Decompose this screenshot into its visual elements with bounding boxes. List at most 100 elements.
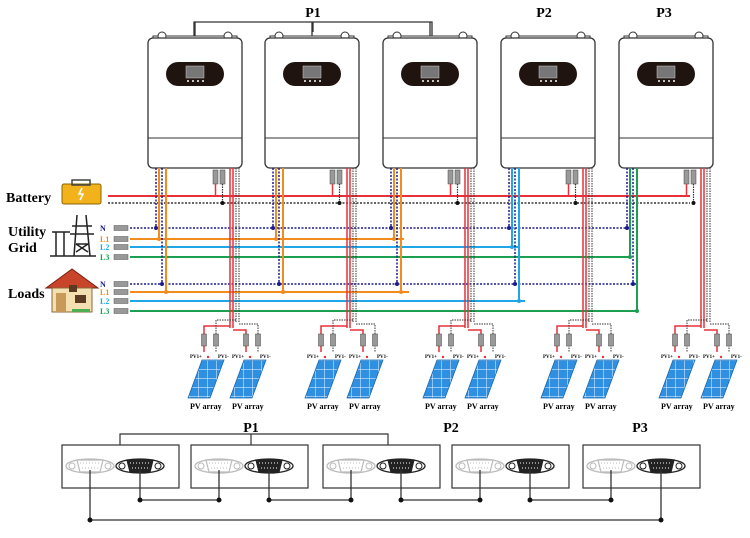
pv-neg-label: PV1- bbox=[377, 355, 388, 360]
pv-pos-marker bbox=[365, 355, 369, 359]
pv-breaker bbox=[554, 333, 560, 347]
solar-panel-icon bbox=[187, 359, 225, 399]
house-icon bbox=[44, 268, 100, 313]
junction-dot bbox=[160, 282, 164, 286]
pv-breaker bbox=[436, 333, 442, 347]
junction-dot bbox=[527, 497, 533, 503]
comm-port-box bbox=[61, 444, 180, 489]
pv-breaker bbox=[360, 333, 366, 347]
control-button bbox=[309, 80, 311, 82]
pv-array-label: PV array bbox=[467, 402, 499, 411]
pv-pos-label: PV1+ bbox=[703, 355, 715, 360]
junction-dot bbox=[625, 226, 629, 230]
terminal-connector bbox=[113, 244, 129, 250]
pv-array-label: PV array bbox=[349, 402, 381, 411]
control-button bbox=[187, 80, 189, 82]
parallel-port-out-icon bbox=[636, 458, 686, 474]
junction-dot bbox=[628, 255, 632, 259]
inverter-unit bbox=[618, 31, 714, 185]
inverter-body bbox=[147, 37, 243, 169]
pv-pos-marker bbox=[323, 355, 327, 359]
junction-dot bbox=[389, 226, 393, 230]
junction-dot bbox=[137, 497, 143, 503]
inverter-unit bbox=[382, 22, 478, 185]
junction-dot bbox=[398, 497, 404, 503]
parallel-port-out-icon bbox=[376, 458, 426, 474]
pv-breaker bbox=[318, 333, 324, 347]
junction-dot bbox=[517, 299, 521, 303]
pv-pos-marker bbox=[441, 355, 445, 359]
power-tower-icon bbox=[50, 214, 96, 257]
inverter-body bbox=[500, 37, 596, 169]
pv-array: PV1+PV1-PV array bbox=[464, 323, 506, 411]
junction-dot bbox=[573, 201, 578, 205]
control-button bbox=[668, 80, 670, 82]
comm-port-box bbox=[322, 444, 441, 489]
solar-panel-icon bbox=[658, 359, 696, 399]
junction-dot bbox=[691, 201, 696, 205]
junction-dot bbox=[395, 282, 399, 286]
pv-array-label: PV array bbox=[543, 402, 575, 411]
terminal-connector bbox=[113, 225, 129, 231]
solar-panel-icon bbox=[229, 359, 267, 399]
pv-breaker bbox=[490, 333, 496, 347]
junction-dot bbox=[392, 237, 396, 241]
control-button bbox=[555, 80, 557, 82]
comm-p1-bracket bbox=[119, 433, 389, 445]
pv-neg-label: PV1- bbox=[571, 355, 582, 360]
junction-dot bbox=[87, 517, 93, 523]
loads-source: Loads bbox=[8, 268, 100, 313]
junction-dot bbox=[399, 290, 403, 294]
pv-breaker bbox=[243, 333, 249, 347]
pv-breaker bbox=[566, 333, 572, 347]
comm-group-label-p1: P1 bbox=[243, 421, 259, 436]
junction-dot bbox=[281, 290, 285, 294]
pv-breaker bbox=[684, 333, 690, 347]
utility-grid-source: Utility Grid bbox=[8, 214, 96, 257]
lcd-screen bbox=[302, 65, 322, 79]
battery-fuse bbox=[690, 169, 697, 185]
inverter-body bbox=[618, 37, 714, 169]
battery-fuse bbox=[336, 169, 343, 185]
terminal-connector bbox=[113, 308, 129, 314]
parallel-port-out-icon bbox=[115, 458, 165, 474]
junction-dot bbox=[631, 282, 635, 286]
pv-pos-marker bbox=[559, 355, 563, 359]
solar-panel-icon bbox=[304, 359, 342, 399]
battery-fuse bbox=[565, 169, 572, 185]
control-button bbox=[550, 80, 552, 82]
pv-pos-label: PV1+ bbox=[543, 355, 555, 360]
pv-array-label: PV array bbox=[307, 402, 339, 411]
load-phase-label-n: N bbox=[100, 280, 106, 289]
junction-dot bbox=[348, 497, 354, 503]
pv-array: PV1+PV1-PV array bbox=[658, 319, 707, 411]
pv-neg-label: PV1- bbox=[218, 355, 229, 360]
junction-dot bbox=[271, 226, 275, 230]
junction-dot bbox=[274, 237, 278, 241]
pv-breaker bbox=[255, 333, 261, 347]
lcd-screen bbox=[420, 65, 440, 79]
battery-fuse bbox=[329, 169, 336, 185]
pv-pos-label: PV1+ bbox=[661, 355, 673, 360]
pv-neg-label: PV1- bbox=[260, 355, 271, 360]
loads-label: Loads bbox=[8, 287, 45, 302]
junction-dot bbox=[154, 226, 158, 230]
comm-port-box bbox=[582, 444, 701, 489]
pv-breaker bbox=[201, 333, 207, 347]
junction-dot bbox=[157, 237, 161, 241]
junction-dot bbox=[513, 282, 517, 286]
grid-label-line1: Utility bbox=[8, 225, 46, 240]
pv-pos-marker bbox=[719, 355, 723, 359]
battery-icon bbox=[61, 179, 102, 205]
parallel-port-in-icon bbox=[326, 458, 376, 474]
terminal-connector bbox=[113, 254, 129, 260]
group-label-p3: P3 bbox=[656, 6, 672, 21]
pv-array-label: PV array bbox=[585, 402, 617, 411]
pv-pos-label: PV1+ bbox=[585, 355, 597, 360]
group-label-p1: P1 bbox=[305, 6, 321, 21]
comm-port-box bbox=[190, 444, 309, 489]
control-button bbox=[319, 80, 321, 82]
junction-dot bbox=[477, 497, 483, 503]
pv-neg-label: PV1- bbox=[689, 355, 700, 360]
